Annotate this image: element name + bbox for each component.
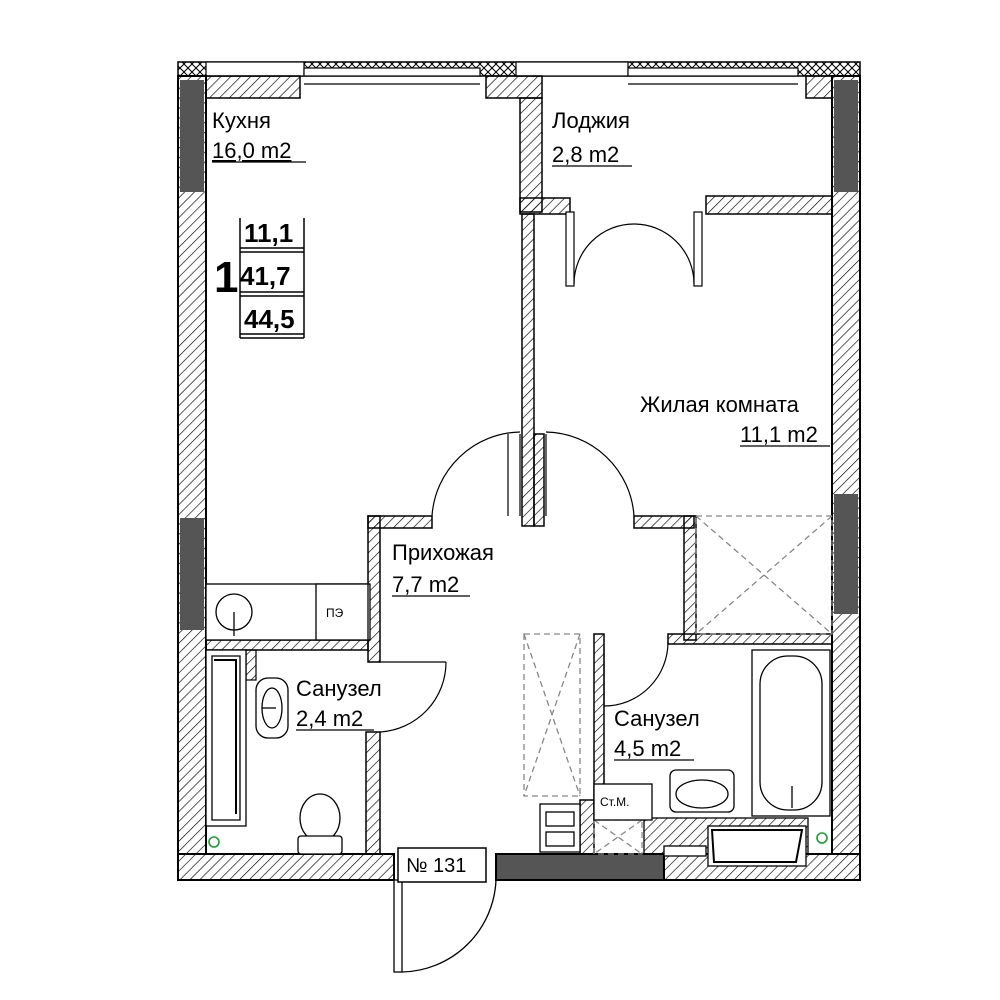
sink-icon: [669, 769, 735, 813]
drain-icon: [208, 836, 220, 848]
apartment-number-box: [397, 847, 487, 883]
wardrobes: [523, 515, 833, 855]
kitchen-area: 16,0 m2: [212, 138, 292, 163]
bath-small-area: 2,4 m2: [296, 706, 363, 731]
loggia-area: 2,8 m2: [552, 142, 619, 167]
big-bath-door: [603, 641, 669, 707]
bath-small-name: Санузел: [296, 676, 382, 701]
kitchen-fixtures: [205, 583, 371, 641]
loggia-name: Лоджия: [552, 108, 630, 133]
hallway-doors: [431, 431, 635, 517]
total-with-loggia-value: 44,5: [244, 304, 295, 334]
big-bath-fixtures: [539, 649, 831, 867]
top-facade: [177, 61, 861, 85]
living-area: 11,1 m2: [740, 422, 818, 447]
stove-label: ПЭ: [326, 606, 344, 620]
washer-label: Ст.М.: [600, 795, 630, 809]
interior-walls: [205, 97, 833, 855]
hallway-name: Прихожая: [392, 540, 494, 565]
small-bath-door: [379, 661, 447, 733]
kitchen-name: Кухня: [212, 108, 271, 133]
bath-large-name: Санузел: [614, 706, 700, 731]
area-summary: 1 11,1 41,7 44,5: [214, 218, 305, 339]
loggia-door: [565, 211, 703, 287]
total-area-value: 41,7: [240, 261, 291, 291]
rooms-count: 1: [214, 253, 238, 302]
room-labels: Кухня 16,0 m2 Лоджия 2,8 m2 Жилая комнат…: [212, 108, 830, 761]
toilet-icon: [299, 793, 341, 843]
living-name: Жилая комната: [640, 392, 800, 417]
outer-walls: [177, 75, 861, 881]
drain-icon-2: [816, 832, 828, 844]
apartment-number: № 131: [406, 855, 466, 877]
entrance-door: [393, 879, 497, 973]
small-bath-fixtures: [205, 649, 343, 855]
living-area-value: 11,1: [244, 218, 293, 248]
bath-large-area: 4,5 m2: [614, 736, 681, 761]
hallway-area: 7,7 m2: [392, 572, 459, 597]
